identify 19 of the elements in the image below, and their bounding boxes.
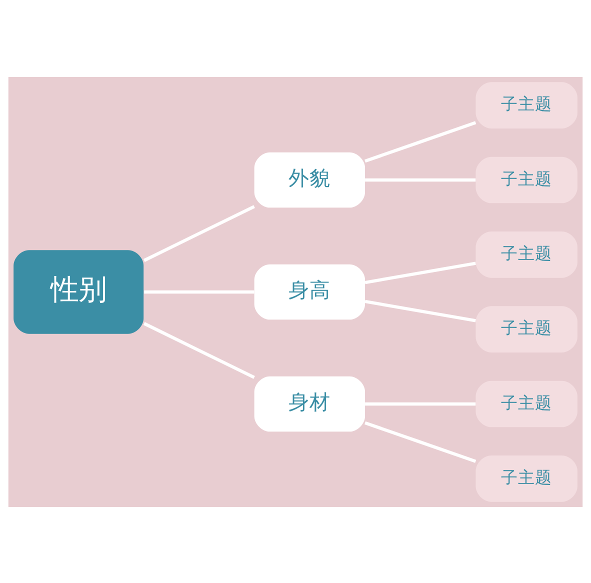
node-box: 子主题 bbox=[476, 156, 578, 203]
connector bbox=[143, 204, 255, 262]
node-box: 子主题 bbox=[476, 455, 578, 502]
connector bbox=[364, 299, 476, 322]
connector bbox=[364, 120, 476, 162]
node-box: 外貌 bbox=[254, 152, 366, 208]
node-box: 子主题 bbox=[476, 82, 578, 128]
node-box: 子主题 bbox=[476, 306, 578, 352]
node-box: 子主题 bbox=[476, 380, 578, 427]
connector bbox=[364, 261, 476, 284]
connector bbox=[365, 402, 476, 406]
connector bbox=[365, 178, 476, 182]
node-box: 性别 bbox=[14, 250, 144, 334]
node-box: 子主题 bbox=[476, 231, 578, 278]
node-box: 身材 bbox=[254, 376, 366, 432]
node-box: 身高 bbox=[254, 264, 366, 320]
connector bbox=[364, 420, 476, 462]
connector bbox=[143, 322, 255, 378]
connector bbox=[144, 290, 254, 294]
